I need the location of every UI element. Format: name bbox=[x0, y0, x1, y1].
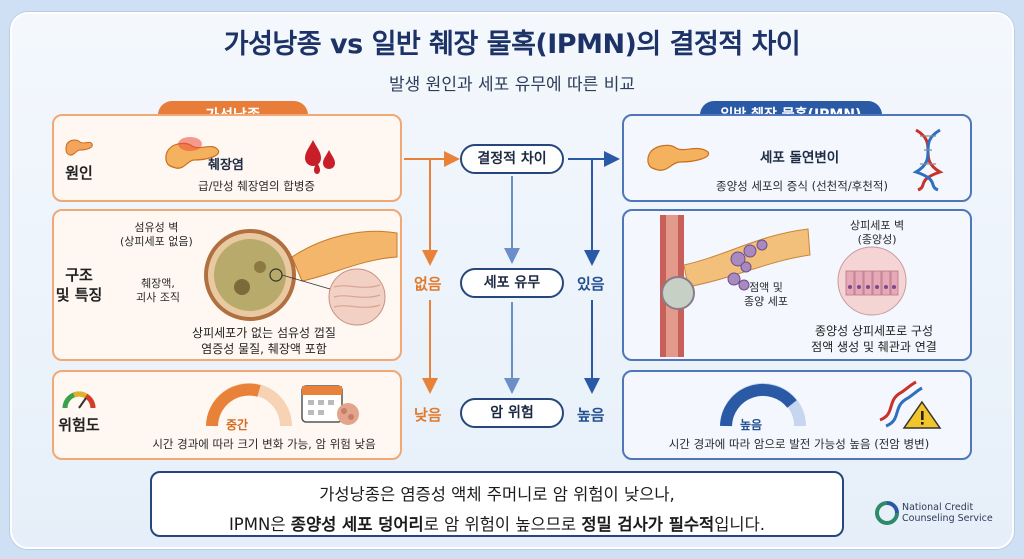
row-label-structure: 구조 및 특징 bbox=[54, 265, 104, 305]
right-mucin-label-line1: 점액 및 bbox=[749, 281, 783, 294]
left-cause-title: 췌장염 bbox=[208, 158, 244, 173]
left-cause-box: 원인 췌장염 급/만성 췌장염의 합병증 bbox=[52, 114, 402, 202]
center-cancer-box: 암 위험 bbox=[460, 398, 564, 428]
dna-warning-icon bbox=[879, 380, 942, 429]
pancreas-icon-right bbox=[647, 144, 710, 171]
summary-line1: 가성낭종은 염증성 액체 주머니로 암 위험이 낮으나, bbox=[319, 485, 675, 504]
left-cause-desc: 급/만성 췌장염의 합병증 bbox=[198, 179, 315, 193]
center-cell-box: 세포 유무 bbox=[460, 268, 564, 298]
flow-arrows bbox=[404, 151, 620, 394]
dna-icon bbox=[912, 128, 944, 192]
right-cause-box: 세포 돌연변이 종양성 세포의 증식 (선천적/후천적) bbox=[622, 114, 972, 202]
right-cell-result: 있음 bbox=[577, 275, 605, 293]
center-decisive-box: 결정적 차이 bbox=[460, 144, 564, 174]
right-wall-label: 상피세포 벽 (종양성) bbox=[850, 219, 904, 247]
summary-line2: IPMN은 종양성 세포 덩어리로 암 위험이 높으므로 정밀 검사가 필수적입… bbox=[152, 511, 842, 535]
left-wall-label-line1: 섬유성 벽 bbox=[134, 221, 179, 234]
left-wall-label-line2: (상피세포 없음) bbox=[120, 235, 193, 248]
right-cause-desc: 종양성 세포의 증식 (선천적/후천적) bbox=[716, 179, 888, 193]
left-structure-desc-line2: 염증성 물질, 췌장액 포함 bbox=[201, 342, 327, 356]
summary-line2-emphasis2: 정밀 검사가 필수적 bbox=[581, 515, 715, 534]
epithelium-zoom bbox=[837, 246, 907, 316]
right-risk-gauge-label: 높음 bbox=[740, 418, 763, 432]
row-label-structure-line1: 구조 bbox=[65, 266, 93, 284]
left-risk-box: 위험도 중간 시간 경과에 따라 크기 변화 가능, 암 위험 낮음 bbox=[52, 370, 402, 460]
left-risk-gauge bbox=[206, 383, 292, 427]
left-structure-desc-line1: 상피세포가 없는 섬유성 껍질 bbox=[192, 326, 336, 340]
summary-line2-part-a: IPMN은 bbox=[228, 515, 291, 534]
risk-gauge-icon bbox=[62, 391, 96, 409]
right-risk-desc: 시간 경과에 따라 암으로 발전 가능성 높음 (전암 병변) bbox=[668, 437, 930, 451]
logo-line1: National Credit bbox=[902, 502, 974, 513]
summary-line2-emphasis1: 종양성 세포 덩어리 bbox=[290, 515, 424, 534]
calendar-icon bbox=[301, 385, 359, 425]
right-risk-gauge bbox=[720, 383, 806, 427]
row-label-risk: 위험도 bbox=[54, 388, 104, 435]
inflamed-pancreas-icon bbox=[165, 137, 220, 169]
page-title: 가성낭종 vs 일반 췌장 물혹(IPMN)의 결정적 차이 bbox=[223, 29, 801, 60]
right-mucin-label: 점액 및 종양 세포 bbox=[744, 281, 788, 309]
left-fluid-label: 췌장액, 괴사 조직 bbox=[136, 277, 180, 305]
left-fluid-label-line2: 괴사 조직 bbox=[136, 291, 180, 304]
page-subtitle: 발생 원인과 세포 유무에 따른 비교 bbox=[389, 75, 635, 95]
left-cell-result: 없음 bbox=[414, 275, 442, 293]
pseudocyst-illustration bbox=[204, 229, 398, 326]
summary-line2-part-c: 로 암 위험이 높으므로 bbox=[423, 515, 582, 534]
left-structure-desc: 상피세포가 없는 섬유성 껍질 염증성 물질, 췌장액 포함 bbox=[134, 325, 394, 357]
left-structure-box: 구조 및 특징 섬유성 벽 (상피세포 없음) 췌장액, 괴사 조직 상피세포가… bbox=[52, 209, 402, 361]
row-label-risk-text: 위험도 bbox=[58, 416, 100, 434]
right-structure-desc: 종양성 상피세포로 구성 점액 생성 및 췌관과 연결 bbox=[774, 323, 974, 355]
left-risk-gauge-label: 중간 bbox=[226, 418, 249, 432]
logo-text: National Credit Counseling Service bbox=[902, 502, 993, 524]
left-wall-label: 섬유성 벽 (상피세포 없음) bbox=[120, 221, 193, 249]
pancreas-icon bbox=[65, 139, 93, 156]
right-risk-result: 높음 bbox=[577, 406, 605, 424]
right-risk-box: 높음 시간 경과에 따라 암으로 발전 가능성 높음 (전암 병변) bbox=[622, 370, 972, 460]
right-wall-label-line2: (종양성) bbox=[857, 233, 897, 246]
summary-line2-part-e: 입니다. bbox=[714, 515, 766, 534]
left-risk-result: 낮음 bbox=[414, 406, 442, 424]
row-label-structure-line2: 및 특징 bbox=[55, 286, 103, 304]
left-risk-desc: 시간 경과에 따라 크기 변화 가능, 암 위험 낮음 bbox=[152, 437, 376, 451]
blood-drops-icon bbox=[305, 140, 335, 174]
right-structure-desc-line1: 종양성 상피세포로 구성 bbox=[814, 324, 934, 338]
right-cause-title: 세포 돌연변이 bbox=[760, 150, 840, 166]
row-label-cause-text: 원인 bbox=[65, 164, 93, 182]
right-wall-label-line1: 상피세포 벽 bbox=[850, 219, 905, 232]
right-mucin-label-line2: 종양 세포 bbox=[744, 295, 788, 308]
left-fluid-label-line1: 췌장액, bbox=[141, 277, 175, 290]
row-label-cause: 원인 bbox=[54, 136, 104, 183]
logo-icon bbox=[875, 501, 899, 525]
logo-line2: Counseling Service bbox=[902, 513, 993, 524]
ipmn-illustration bbox=[660, 215, 811, 357]
summary-box: 가성낭종은 염증성 액체 주머니로 암 위험이 낮으나, IPMN은 종양성 세… bbox=[150, 471, 844, 537]
right-structure-box: 상피세포 벽 (종양성) 점액 및 종양 세포 종양성 상피세포로 구성 점액 … bbox=[622, 209, 972, 361]
right-structure-desc-line2: 점액 생성 및 췌관과 연결 bbox=[811, 340, 937, 354]
